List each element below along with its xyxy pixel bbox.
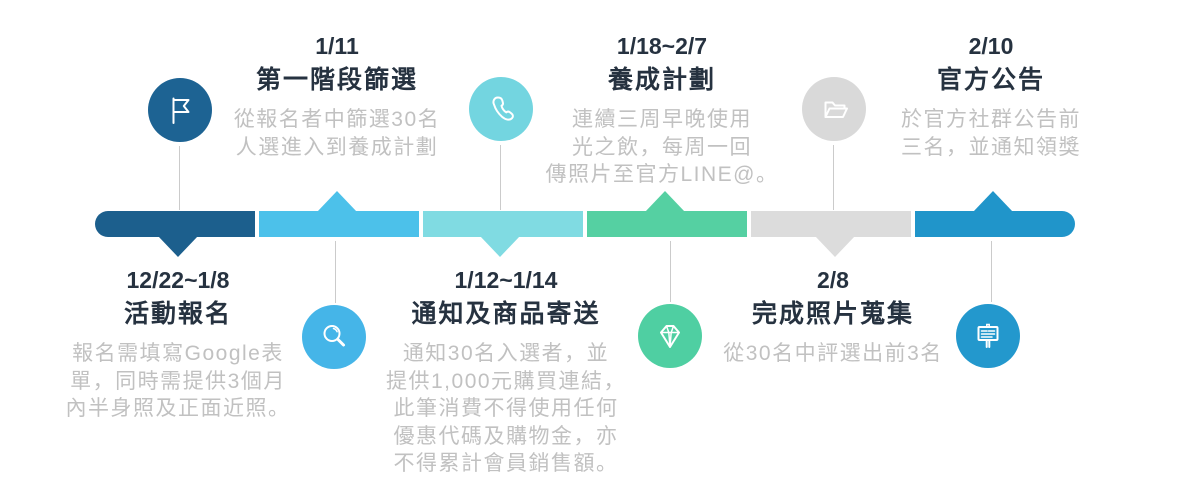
phase-block-5: 2/8 完成照片蒐集 從30名中評選出前3名 <box>713 264 953 368</box>
timeline-segment <box>259 211 419 237</box>
phase-block-6: 2/10 官方公告 於官方社群公告前 三名，並通知領獎 <box>871 30 1111 161</box>
phase-description: 連續三周早晚使用 光之飲，每周一回 傳照片至官方LINE@。 <box>545 108 779 186</box>
timeline-segment <box>587 211 747 237</box>
diamond-icon <box>660 325 680 348</box>
phase-date: 2/8 <box>817 267 849 293</box>
phase-description: 從30名中評選出前3名 <box>723 342 943 365</box>
timeline-segment <box>95 211 255 237</box>
phase-description: 從報名者中篩選30名 人選進入到養成計劃 <box>233 108 441 159</box>
phase-date: 12/22~1/8 <box>126 267 230 293</box>
phase-date: 1/18~2/7 <box>616 33 708 59</box>
phase-icon-circle <box>302 305 366 369</box>
timeline-arrow-down <box>158 236 198 257</box>
timeline-arrow-up <box>645 191 685 212</box>
phase-title: 官方公告 <box>936 66 1045 94</box>
phase-title: 完成照片蒐集 <box>751 300 914 328</box>
phase-title: 養成計劃 <box>607 66 716 94</box>
timeline-arrow-up <box>317 191 357 212</box>
connector-line <box>179 146 180 210</box>
timeline-segment <box>423 211 583 237</box>
signboard-icon <box>977 323 999 348</box>
phase-date: 2/10 <box>968 33 1014 59</box>
timeline-arrow-up <box>973 191 1013 212</box>
phase-description: 於官方社群公告前 三名，並通知領獎 <box>901 108 1081 159</box>
connector-line <box>991 241 992 302</box>
timeline-segment <box>915 211 1075 237</box>
timeline-arrow-down <box>815 236 855 257</box>
phase-title: 活動報名 <box>123 300 232 328</box>
phase-description: 通知30名入選者，並 提供1,000元購買連結， 此筆消費不得使用任何 優惠代碼… <box>386 342 627 475</box>
phase-icon-circle <box>469 77 533 141</box>
phase-description: 報名需填寫Google表 單，同時需提供3個月 內半身照及正面近照。 <box>65 342 291 420</box>
connector-line <box>670 241 671 302</box>
phone-icon <box>492 96 514 121</box>
phase-date: 1/12~1/14 <box>454 267 558 293</box>
phase-block-1: 12/22~1/8 活動報名 報名需填寫Google表 單，同時需提供3個月 內… <box>58 264 298 423</box>
phase-date: 1/11 <box>315 33 359 59</box>
phase-block-4: 1/18~2/7 養成計劃 連續三周早晚使用 光之飲，每周一回 傳照片至官方LI… <box>542 30 782 189</box>
phase-icon-circle <box>148 78 212 142</box>
phase-block-2: 1/11 第一階段篩選 從報名者中篩選30名 人選進入到養成計劃 <box>217 30 457 161</box>
connector-line <box>833 145 834 210</box>
timeline-arrow-down <box>480 236 520 257</box>
connector-line <box>500 145 501 210</box>
timeline-segment <box>751 211 911 237</box>
phase-title: 第一階段篩選 <box>255 66 418 94</box>
magnifier-icon <box>323 325 345 347</box>
phase-icon-circle <box>638 304 702 368</box>
folder-icon <box>824 101 848 118</box>
phase-title: 通知及商品寄送 <box>411 300 601 328</box>
flag-icon <box>172 97 190 124</box>
phase-icon-circle <box>956 304 1020 368</box>
phase-block-3: 1/12~1/14 通知及商品寄送 通知30名入選者，並 提供1,000元購買連… <box>386 264 626 478</box>
phase-icon-circle <box>802 77 866 141</box>
connector-line <box>335 241 336 303</box>
